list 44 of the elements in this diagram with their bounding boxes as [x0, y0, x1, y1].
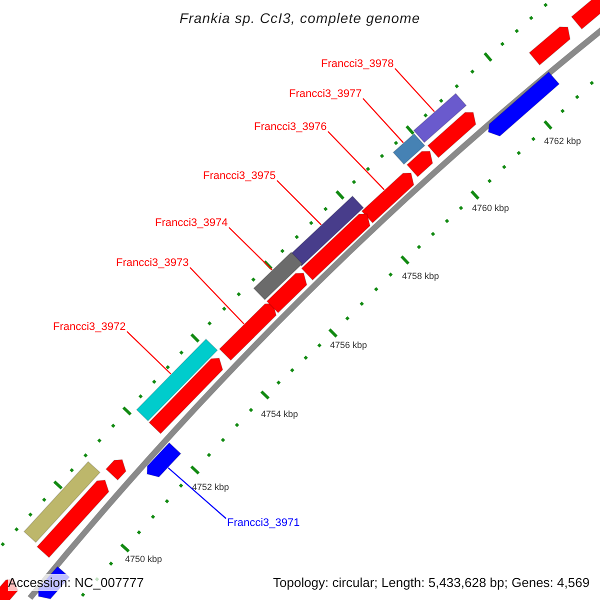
scale-label: 4760 kbp: [472, 204, 510, 212]
gene-bar: [23, 460, 101, 544]
scale-label: 4752 kbp: [192, 482, 230, 492]
gene-block: [361, 172, 414, 224]
gene-bar: [290, 195, 364, 267]
gene-label: Francci3_3975: [203, 170, 276, 182]
gene-block: [218, 302, 277, 361]
leader-line: [276, 180, 322, 226]
leader-line: [168, 467, 226, 519]
leader-line: [126, 331, 172, 374]
gene-block: [148, 358, 224, 434]
gene-label: Francci3_3974: [155, 218, 228, 228]
leader-line: [228, 227, 273, 270]
gene-block: [528, 26, 571, 66]
accession-text: Accession: NC_007777: [8, 574, 144, 590]
gene-block: [406, 150, 434, 178]
gene-block: [570, 0, 600, 30]
gene-block: [266, 272, 308, 314]
scale-label: 4762 kbp: [544, 136, 582, 146]
leader-line: [394, 68, 435, 112]
gene-block: [146, 442, 182, 478]
gene-bar: [392, 133, 426, 165]
leader-line: [190, 267, 244, 324]
gene-label: Francci3_3971: [227, 518, 300, 528]
gene-block: [105, 459, 126, 481]
gene-block: [36, 480, 110, 558]
gene-bar: [253, 252, 303, 300]
scale-label: 4758 kbp: [402, 272, 440, 280]
leader-line: [362, 98, 404, 144]
leader-line: [328, 131, 385, 190]
gene-block: [427, 112, 476, 158]
gene-block: [488, 71, 560, 137]
scale-label: 4756 kbp: [330, 340, 368, 350]
title: Frankia sp. CcI3, complete genome: [180, 11, 420, 25]
gene-bar: [136, 338, 218, 422]
gene-label: Francci3_3972: [53, 322, 126, 332]
gene-block: [300, 213, 371, 281]
gene-label: Francci3_3976: [254, 122, 327, 132]
gene-label: Francci3_3973: [116, 258, 189, 268]
scale-label: 4754 kbp: [261, 410, 298, 418]
gene-bar: [413, 92, 467, 144]
gene-label: Francci3_3977: [289, 88, 362, 100]
scale-label: 4750 kbp: [125, 554, 162, 564]
gene-label: Francci3_3978: [321, 58, 394, 70]
